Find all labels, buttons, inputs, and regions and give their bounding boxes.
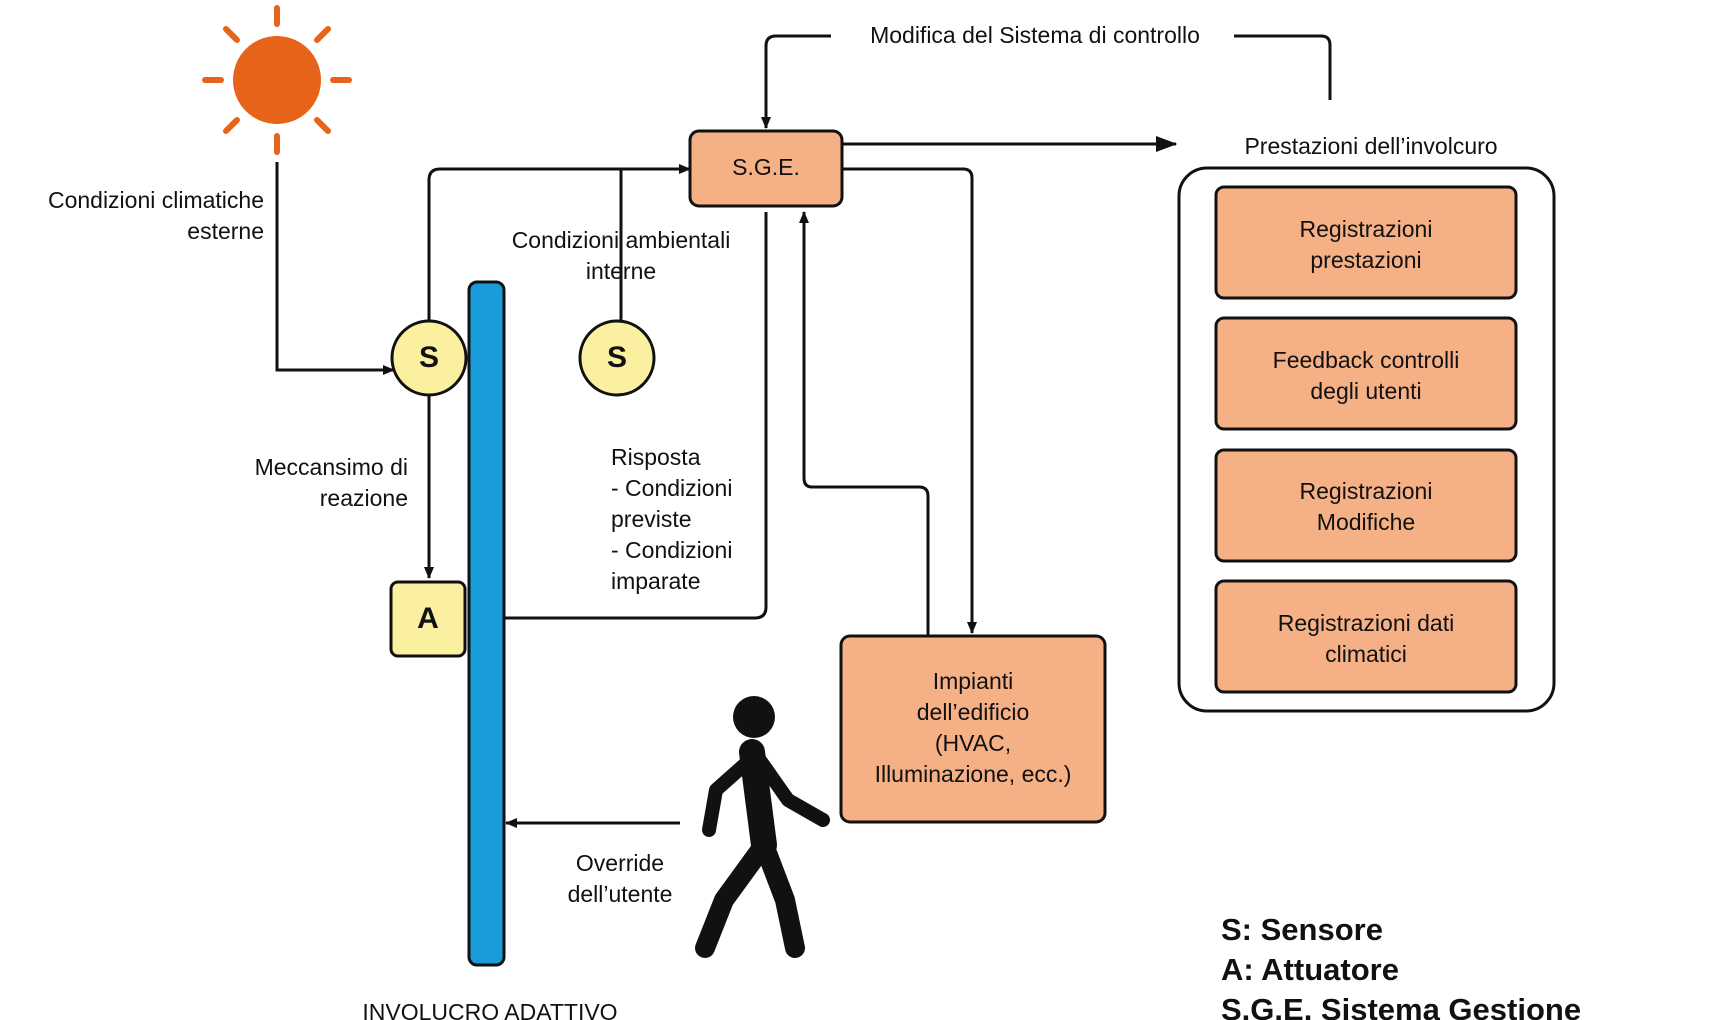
performance-item-box bbox=[1214, 448, 1518, 563]
legend: S: Sensore A: Attuatore S.G.E. Sistema G… bbox=[1221, 910, 1701, 1020]
control-modification-label: Modifica del Sistema di controllo bbox=[870, 22, 1200, 48]
response-line bbox=[505, 212, 768, 620]
performance-item-line: Registrazioni dati bbox=[1277, 610, 1455, 636]
override-line: Override bbox=[575, 850, 665, 876]
internal-conditions-line: Condizioni ambientali bbox=[511, 227, 731, 253]
sge-label: S.G.E. bbox=[732, 154, 800, 180]
performance-item-box bbox=[1214, 185, 1518, 300]
performance-item-label: Registrazioni prestazioni bbox=[1216, 214, 1516, 276]
response-line-text: - Condizioni bbox=[611, 475, 733, 501]
performance-item-line: Registrazioni bbox=[1299, 478, 1433, 504]
sge-box bbox=[688, 129, 844, 208]
adaptive-envelope-bar bbox=[467, 280, 506, 967]
outer-sensor-label: S bbox=[418, 341, 439, 374]
walking-person-icon bbox=[695, 696, 830, 958]
legend-item: S: Sensore bbox=[1221, 912, 1383, 947]
plants-label: Impianti dell’edificio (HVAC, Illuminazi… bbox=[841, 666, 1105, 790]
performance-item-box bbox=[1214, 316, 1518, 431]
external-climate-label: Condizioni climatiche esterne bbox=[0, 185, 264, 247]
user-override-label: Override dell’utente bbox=[540, 848, 700, 910]
envelope-label: INVOLUCRO ADATTIVO bbox=[362, 999, 618, 1020]
response-label: Risposta - Condizioni previste - Condizi… bbox=[611, 442, 791, 597]
legend-item: A: Attuatore bbox=[1221, 952, 1399, 987]
performance-item-line: Registrazioni bbox=[1299, 216, 1433, 242]
plants-line: Illuminazione, ecc.) bbox=[874, 761, 1072, 787]
plants-to-sge-arrow bbox=[799, 211, 930, 635]
performance-item-line: Feedback controlli bbox=[1272, 347, 1460, 373]
sge-to-plants-arrow bbox=[843, 167, 977, 634]
performance-title: Prestazioni dell’involcuro bbox=[1244, 133, 1498, 159]
performance-item-line: Modifiche bbox=[1316, 509, 1416, 535]
plants-line: dell’edificio bbox=[916, 699, 1030, 725]
reaction-line: Meccansimo di bbox=[254, 454, 408, 480]
performance-item-box bbox=[1214, 579, 1518, 694]
response-line-text: - Condizioni bbox=[611, 537, 733, 563]
actuator-label: A bbox=[417, 602, 439, 635]
climate-to-sensor-arrow bbox=[275, 162, 395, 375]
reaction-line: reazione bbox=[319, 485, 408, 511]
external-climate-line: esterne bbox=[187, 218, 264, 244]
inner-sensor bbox=[578, 319, 656, 397]
control-modification-line bbox=[1234, 34, 1332, 100]
sensor-to-sge-arrow bbox=[427, 164, 691, 322]
actuator-box bbox=[389, 580, 467, 658]
inner-sensor-label: S bbox=[606, 341, 627, 374]
outer-sensor bbox=[390, 319, 468, 397]
response-line-text: previste bbox=[611, 506, 692, 532]
performance-container bbox=[1177, 166, 1556, 713]
internal-conditions-line: interne bbox=[585, 258, 657, 284]
performance-item-label: Registrazioni dati climatici bbox=[1216, 608, 1516, 670]
performance-item-line: degli utenti bbox=[1310, 378, 1422, 404]
sun-icon bbox=[202, 5, 352, 155]
performance-item-label: Feedback controlli degli utenti bbox=[1216, 345, 1516, 407]
plants-line: (HVAC, bbox=[934, 730, 1012, 756]
external-climate-line: Condizioni climatiche bbox=[47, 187, 264, 213]
plants-line: Impianti bbox=[932, 668, 1014, 694]
internal-conditions-label: Condizioni ambientali interne bbox=[486, 225, 756, 287]
override-line: dell’utente bbox=[567, 881, 673, 907]
plants-box bbox=[839, 634, 1107, 824]
legend-item: S.G.E. Sistema Gestione Edificio bbox=[1221, 992, 1582, 1020]
performance-item-label: Registrazioni Modifiche bbox=[1216, 476, 1516, 538]
performance-item-line: climatici bbox=[1325, 641, 1407, 667]
reaction-mechanism-label: Meccansimo di reazione bbox=[200, 452, 408, 514]
performance-item-line: prestazioni bbox=[1310, 247, 1422, 273]
control-modification-arrow bbox=[761, 34, 831, 129]
response-line-text: imparate bbox=[611, 568, 701, 594]
response-line-text: Risposta bbox=[611, 444, 701, 470]
